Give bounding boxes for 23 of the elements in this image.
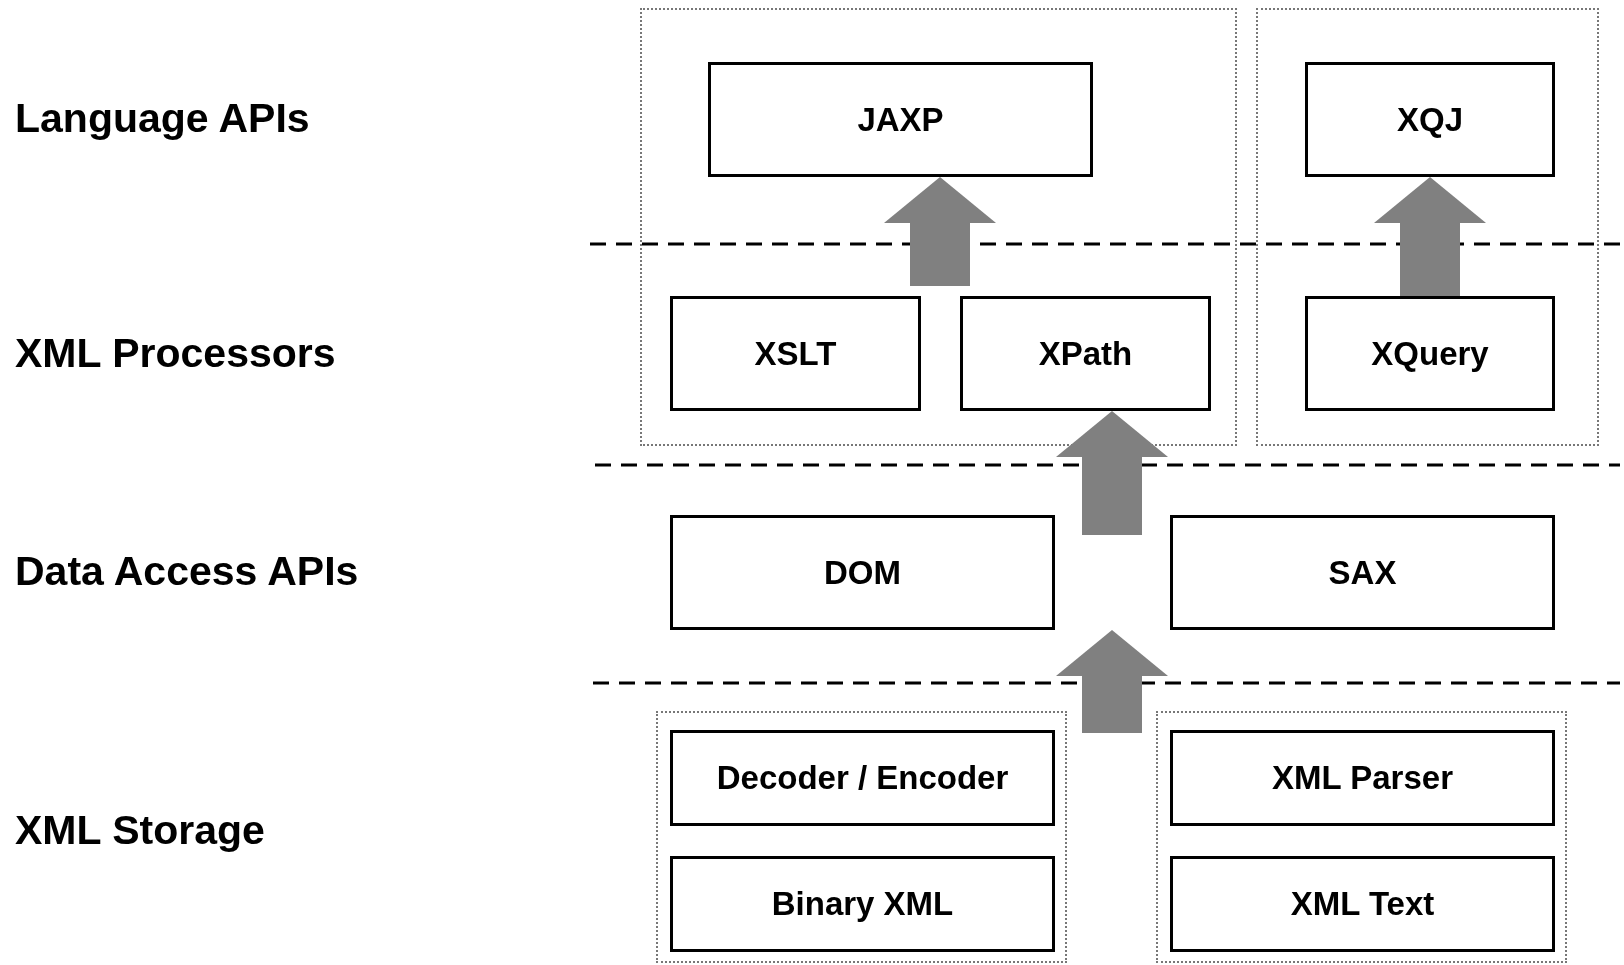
component-box: SAX <box>1170 515 1555 630</box>
dotted-group-box <box>1256 8 1599 446</box>
component-box: XML Parser <box>1170 730 1555 826</box>
layer-label: Data Access APIs <box>15 547 359 595</box>
component-box: Decoder / Encoder <box>670 730 1055 826</box>
layer-label: XML Processors <box>15 329 336 377</box>
block-arrow <box>884 177 996 286</box>
block-arrow <box>1056 630 1168 733</box>
layer-label: Language APIs <box>15 94 310 142</box>
component-box: JAXP <box>708 62 1093 177</box>
component-box: XQJ <box>1305 62 1555 177</box>
block-arrow <box>1374 177 1486 296</box>
component-box: Binary XML <box>670 856 1055 952</box>
dotted-group-box <box>656 711 1067 963</box>
component-box: XQuery <box>1305 296 1555 411</box>
layer-label: XML Storage <box>15 806 265 854</box>
component-box: XML Text <box>1170 856 1555 952</box>
component-box: XSLT <box>670 296 921 411</box>
component-box: XPath <box>960 296 1211 411</box>
dotted-group-box <box>640 8 1237 446</box>
component-box: DOM <box>670 515 1055 630</box>
dotted-group-box <box>1156 711 1567 963</box>
block-arrow <box>1056 411 1168 535</box>
